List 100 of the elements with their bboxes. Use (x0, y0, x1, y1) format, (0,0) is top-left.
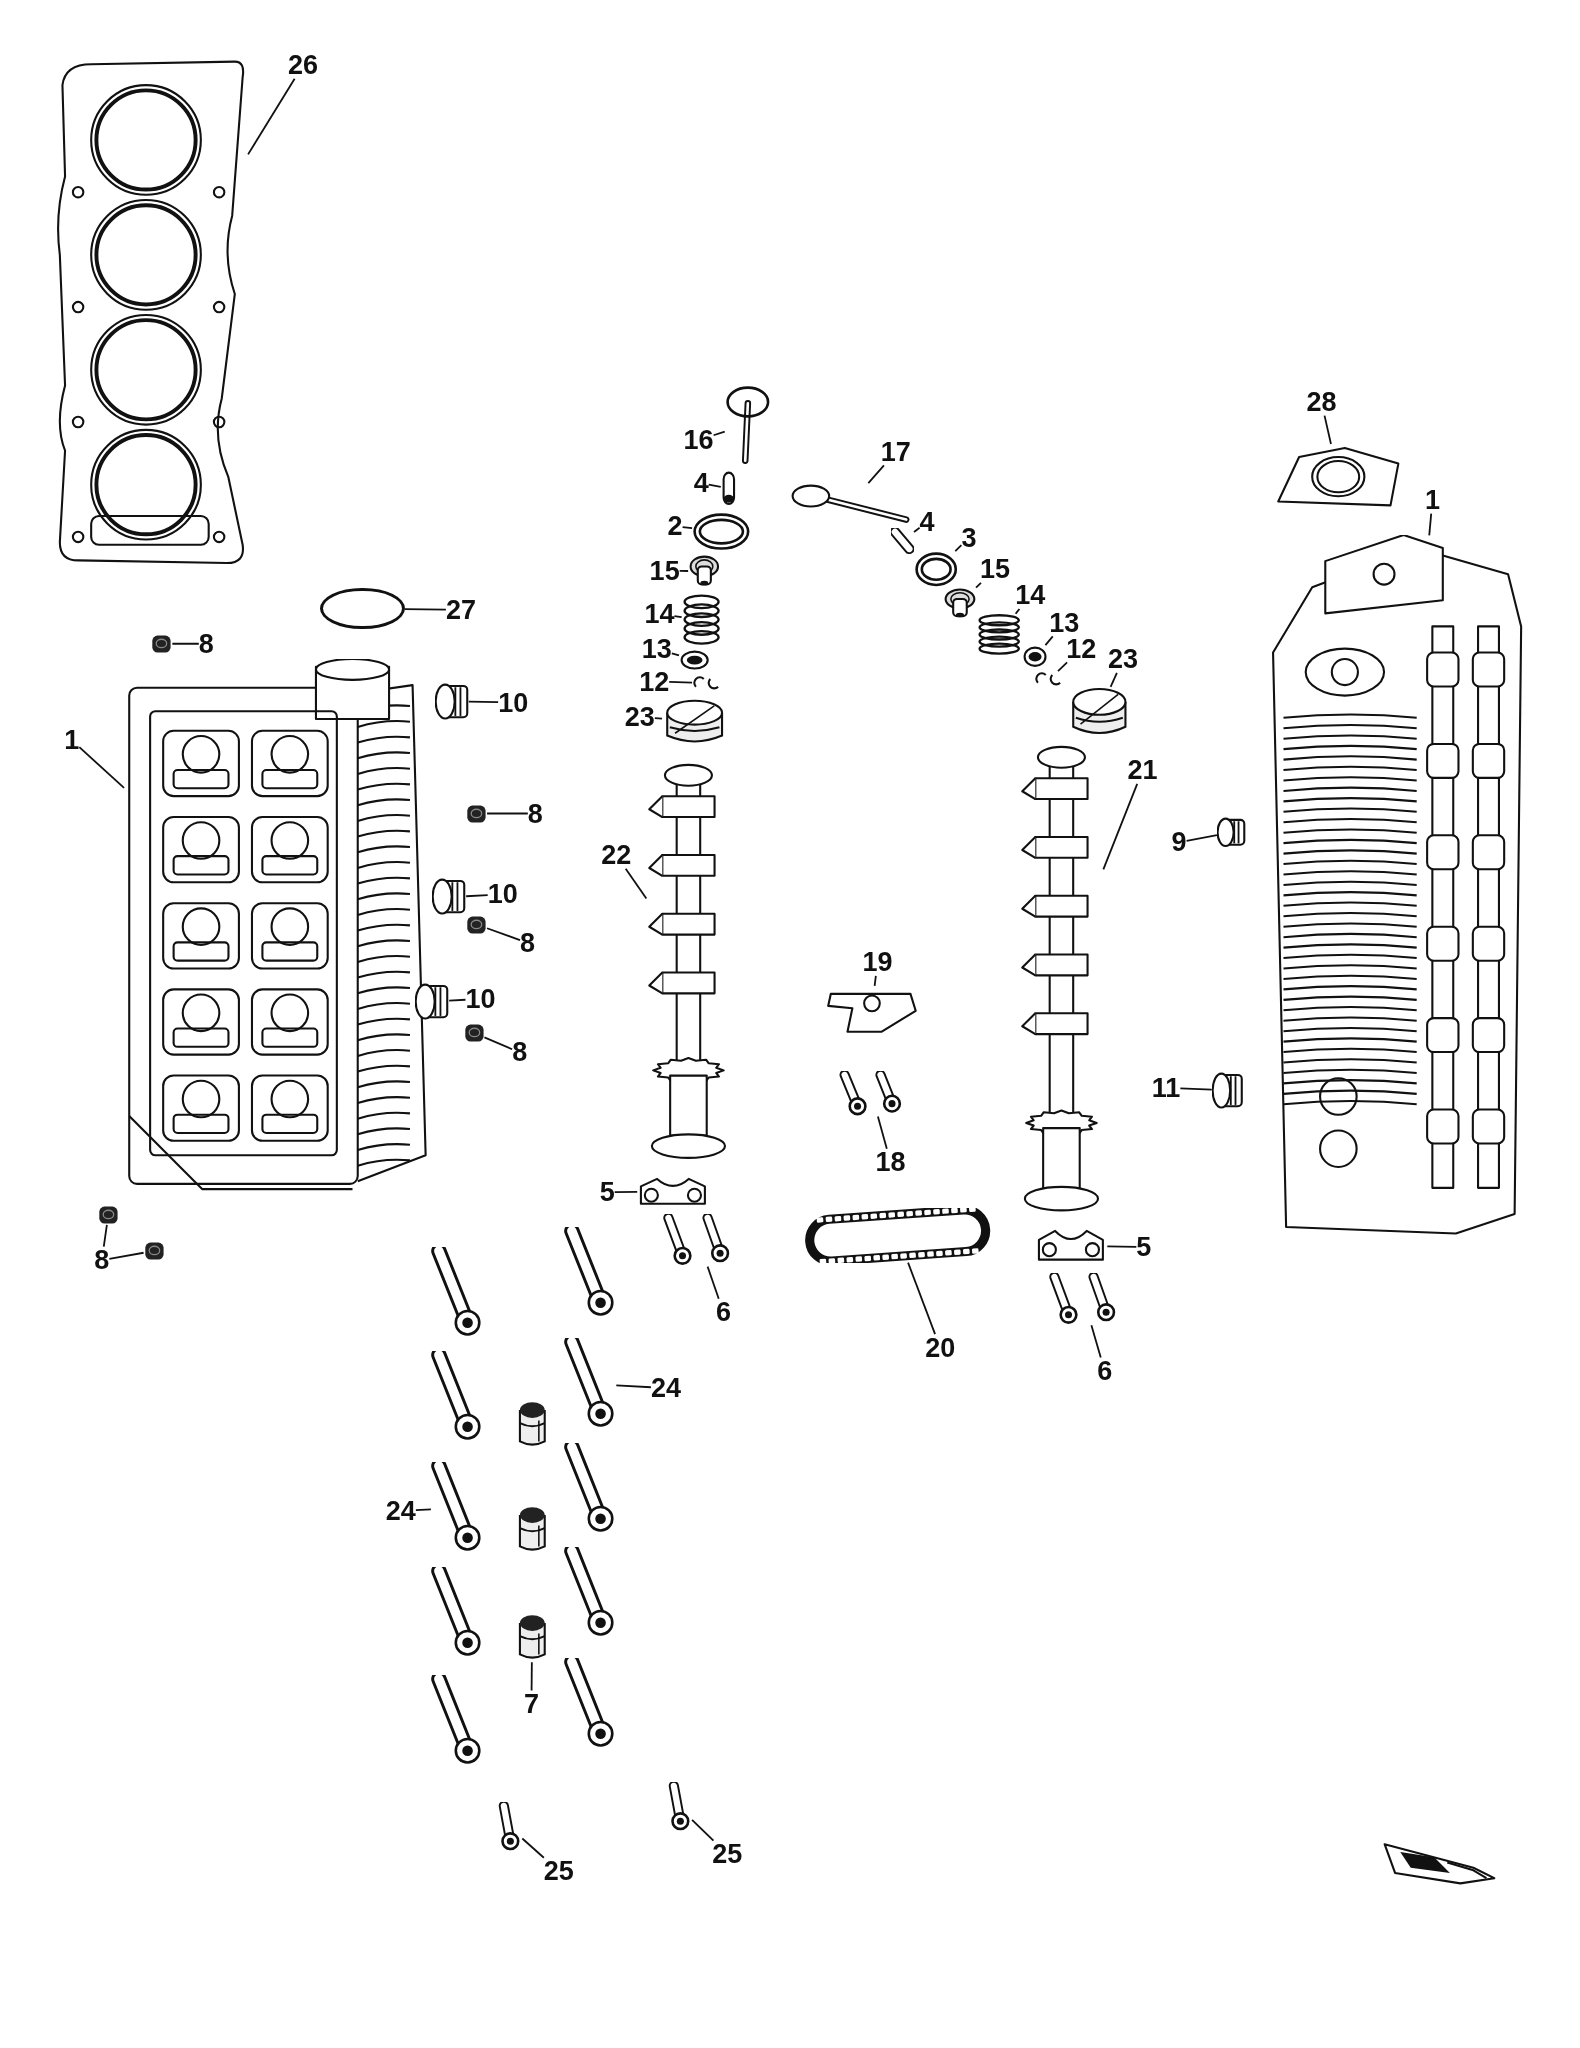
plug-drawing (466, 914, 488, 935)
callout-number: 22 (601, 841, 632, 869)
callout-number: 6 (715, 1298, 731, 1326)
leader-line (613, 1191, 639, 1193)
callout-number: 10 (487, 880, 518, 908)
plug-drawing (415, 981, 450, 1022)
callout-number: 18 (875, 1148, 906, 1176)
leader-line (448, 998, 467, 1002)
leader-line (530, 1661, 533, 1692)
plug-drawing (151, 633, 173, 655)
leader-line (171, 642, 200, 645)
callout-number: 23 (624, 703, 655, 731)
leader-line (465, 894, 489, 898)
valve-guide-drawing (720, 470, 737, 507)
callout-number: 16 (683, 426, 714, 454)
leader-line (1057, 661, 1068, 673)
leader-line (415, 1508, 432, 1511)
seal-ring-drawing (914, 551, 959, 588)
callout-number: 8 (527, 800, 543, 827)
callout-number: 10 (465, 985, 496, 1013)
leader-line (486, 927, 521, 941)
seal-ring-drawing (692, 511, 751, 552)
callout-number: 14 (1015, 581, 1046, 609)
leader-line (975, 581, 982, 589)
callout-number: 25 (712, 1840, 743, 1868)
leader-line (907, 1261, 936, 1335)
callout-number: 8 (198, 630, 214, 658)
callout-number: 1 (1424, 486, 1440, 514)
callout-number: 8 (512, 1038, 528, 1066)
leader-line (1014, 608, 1021, 615)
plug-drawing (1217, 816, 1246, 849)
leader-line (1185, 834, 1218, 842)
callout-number: 13 (641, 635, 672, 663)
leader-line (678, 569, 690, 572)
leader-line (954, 544, 963, 552)
leader-line (877, 1115, 888, 1150)
callout-number: 5 (599, 1178, 615, 1206)
leader-line (247, 77, 296, 156)
callout-number: 11 (1151, 1074, 1181, 1102)
callout-number: 4 (693, 469, 709, 497)
callout-number: 10 (498, 689, 529, 716)
callout-number: 15 (980, 555, 1010, 583)
callout-number: 20 (925, 1334, 956, 1362)
callout-number: 24 (385, 1497, 416, 1525)
leader-line (1102, 783, 1139, 871)
callout-number: 17 (880, 438, 911, 466)
leader-line (673, 615, 683, 619)
leader-line (403, 608, 447, 611)
callout-number: 8 (94, 1246, 110, 1274)
callout-number: 28 (1306, 388, 1337, 416)
spring-retainer-drawing (1022, 645, 1049, 669)
valve-seal-drawing (942, 587, 977, 619)
leader-line (78, 746, 125, 789)
leader-line (670, 652, 680, 657)
leader-line (873, 974, 877, 987)
callout-number: 14 (644, 600, 675, 628)
o-ring-drawing (319, 587, 405, 630)
leader-line (102, 1223, 108, 1248)
callout-number: 3 (961, 524, 977, 552)
leader-line (624, 867, 648, 900)
leader-line (467, 700, 500, 704)
plug-drawing (432, 877, 467, 917)
plug-drawing (466, 803, 488, 824)
leader-line (691, 1819, 715, 1842)
leader-line (1179, 1087, 1213, 1091)
callout-number: 8 (520, 929, 536, 957)
bolt-drawing (430, 1462, 484, 1554)
callout-number: 25 (543, 1857, 574, 1885)
valve-spring-drawing (976, 613, 1022, 656)
leader-line (706, 1265, 720, 1300)
leader-line (1106, 1245, 1138, 1248)
plug-drawing (434, 681, 469, 721)
leader-line (1090, 1324, 1102, 1359)
valve-guide-drawing (890, 527, 915, 554)
callout-number: 13 (1049, 609, 1080, 637)
callout-number: 23 (1107, 645, 1138, 673)
plug-drawing (1211, 1070, 1244, 1110)
leader-line (867, 464, 885, 485)
plug-drawing (463, 1022, 485, 1044)
valve-seal-drawing (688, 554, 721, 588)
leader-line (486, 812, 529, 815)
callout-number: 27 (445, 596, 476, 624)
callout-number: 19 (862, 948, 893, 976)
leader-line (1428, 512, 1433, 537)
leader-line (483, 1036, 514, 1051)
callout-number: 9 (1171, 828, 1187, 856)
callout-number: 7 (523, 1690, 539, 1718)
valve-spring-drawing (681, 594, 721, 647)
callout-number: 12 (1066, 635, 1097, 663)
callout-number: 15 (649, 557, 680, 585)
leader-line (521, 1837, 545, 1859)
leader-line (913, 526, 921, 533)
leader-line (108, 1251, 145, 1260)
plug-drawing (143, 1240, 165, 1262)
leader-line (681, 526, 693, 530)
callout-number: 4 (919, 508, 935, 536)
callout-number: 1 (64, 726, 80, 754)
callout-number: 24 (650, 1374, 681, 1402)
leader-line (1109, 672, 1118, 688)
callout-number: 26 (287, 51, 318, 79)
